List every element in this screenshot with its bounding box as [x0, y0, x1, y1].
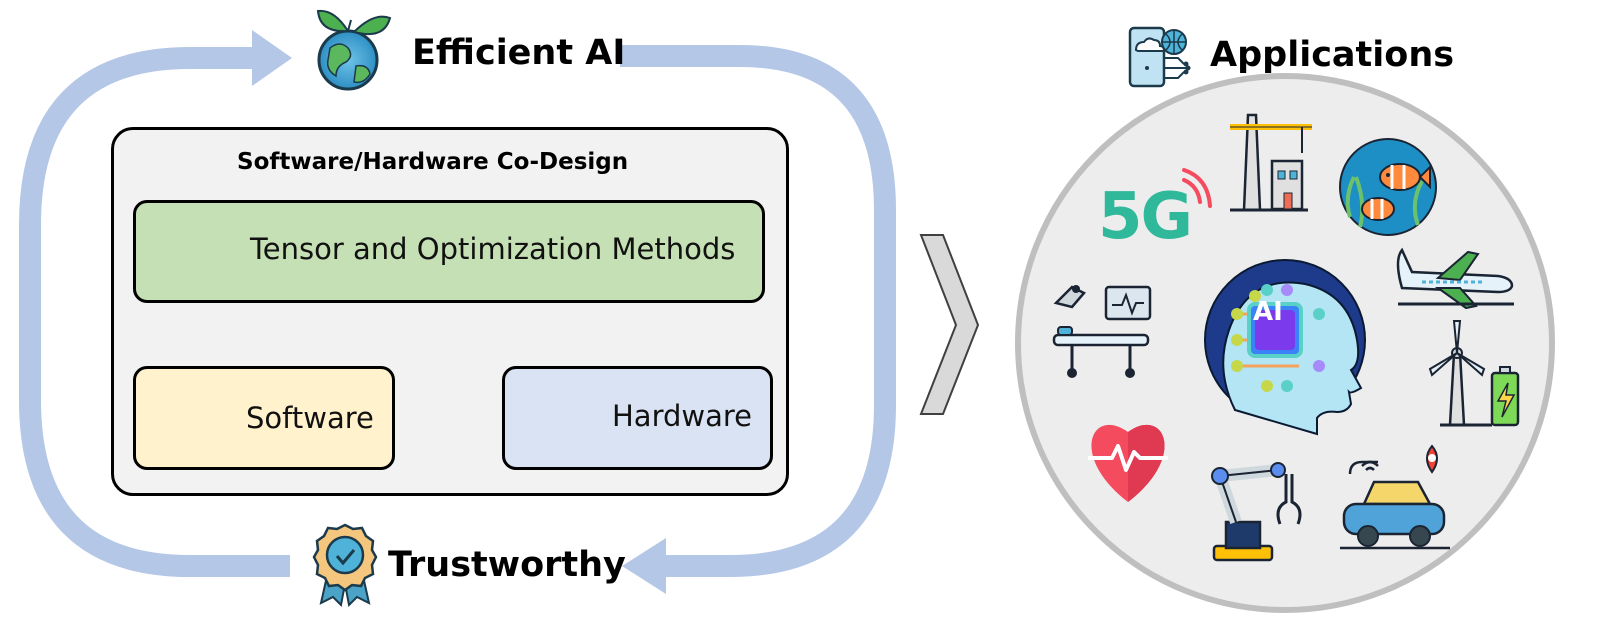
- ai-chip-label: AI: [1253, 297, 1283, 327]
- applications-label: Applications: [1210, 35, 1455, 75]
- heart-rate-icon: [1088, 424, 1168, 502]
- 5g-signal-waves: [1182, 168, 1212, 208]
- 5g-icon: 5G: [1098, 180, 1193, 254]
- cycle-arrowhead-bottom: [622, 538, 666, 594]
- hospital-bed-monitor-icon: [1052, 285, 1152, 378]
- trustworthy-label: Trustworthy: [388, 545, 626, 585]
- codesign-title: Software/Hardware Co-Design: [237, 149, 629, 175]
- efficient-ai-label: Efficient AI: [412, 33, 626, 73]
- smart-car-icon: [1340, 444, 1450, 550]
- cycle-arrows: [19, 30, 896, 594]
- award-badge-icon: [312, 523, 378, 608]
- chevron-right-arrow: [919, 234, 980, 415]
- cycle-arrow-left: [19, 47, 290, 577]
- fish-ocean-icon: [1339, 138, 1437, 236]
- hardware-box: [502, 366, 773, 470]
- tensor-methods-box: [133, 200, 765, 303]
- software-box: [133, 366, 395, 470]
- cycle-arrow-right: [620, 45, 896, 577]
- robot-arm-icon: [1211, 462, 1302, 562]
- tensor-methods-label: Tensor and Optimization Methods: [250, 232, 736, 266]
- wind-turbine-battery-icon: [1428, 320, 1520, 427]
- software-label: Software: [246, 401, 374, 435]
- hardware-label: Hardware: [612, 399, 753, 433]
- earth-leaves-icon: [316, 9, 392, 91]
- cycle-arrowhead-top: [252, 30, 292, 86]
- smartphone-cloud-network-icon: [1128, 26, 1191, 88]
- airplane-icon: [1396, 247, 1514, 310]
- ai-brain-icon: [1204, 259, 1366, 436]
- construction-crane-icon: [1230, 113, 1312, 212]
